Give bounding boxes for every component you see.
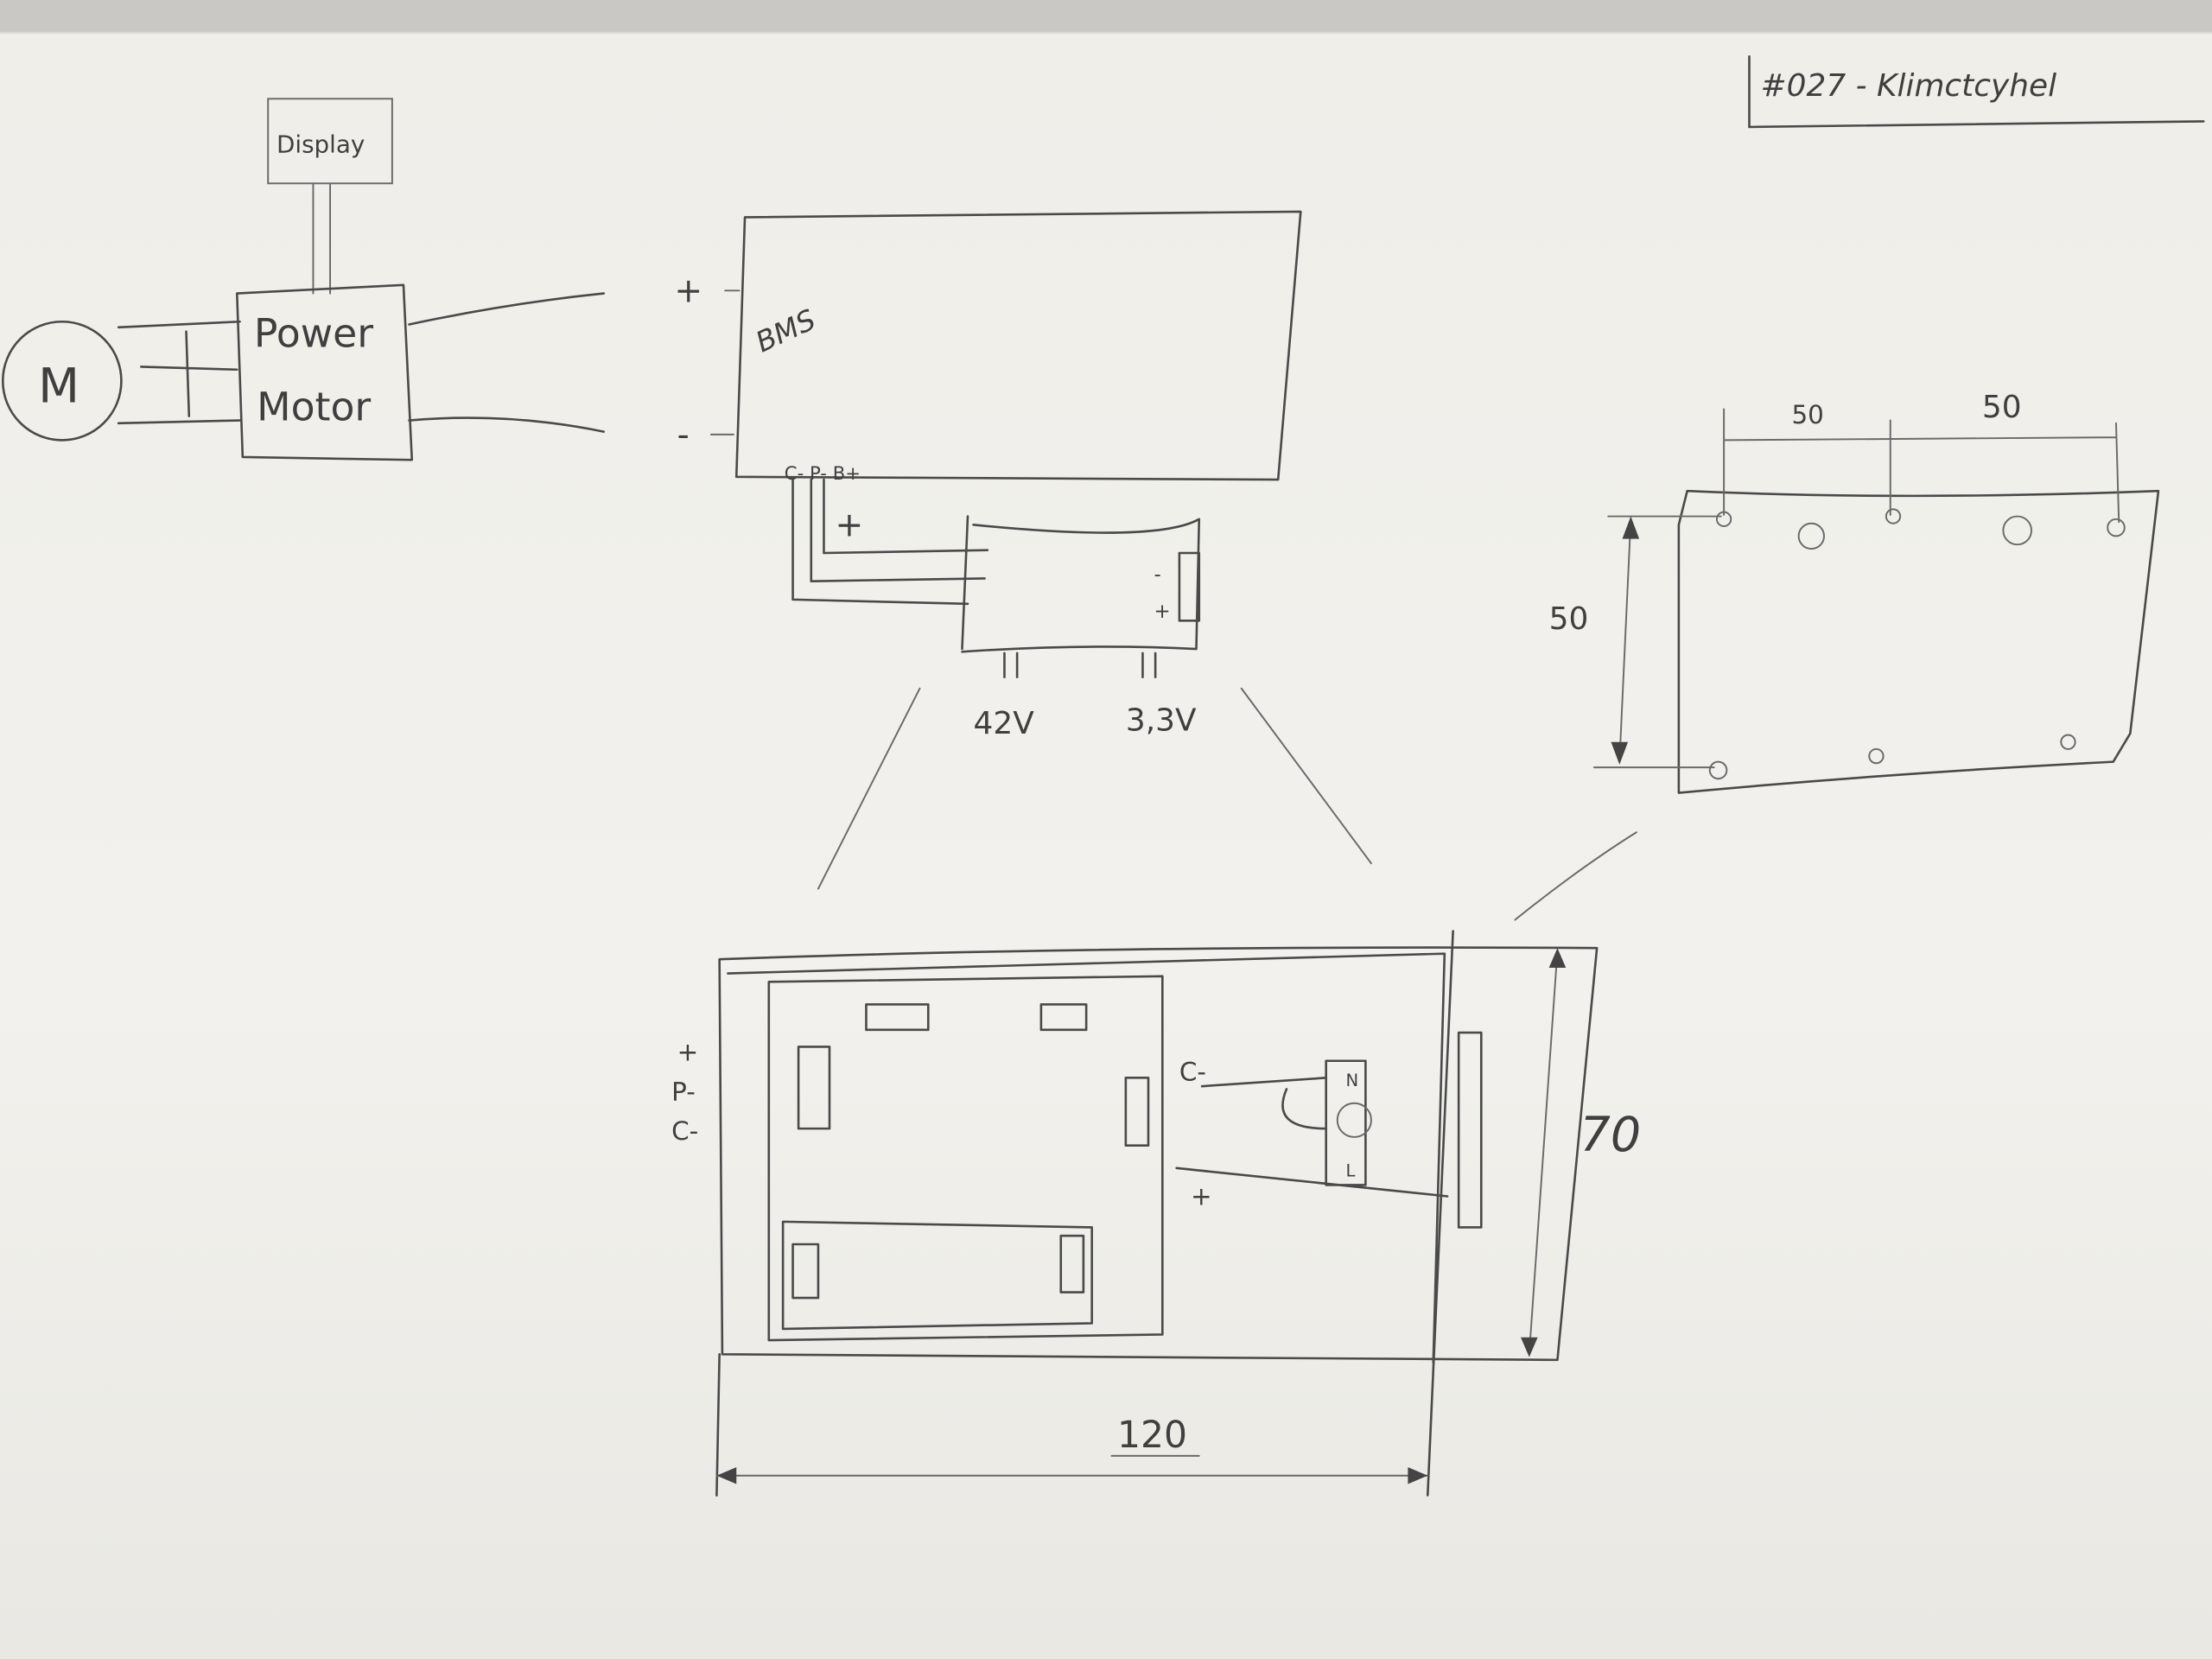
hole-height-dim: 50 bbox=[1549, 601, 1589, 637]
output-33v-label: 3,3V bbox=[1126, 703, 1197, 739]
enclosure-pin-plus: + bbox=[677, 1038, 699, 1067]
hole-spacing-left: 50 bbox=[1791, 400, 1823, 429]
bms-minus-label: - bbox=[677, 416, 690, 454]
dc-converter: + - + 42V 3,3V bbox=[791, 478, 1372, 890]
bms-plus-label: + bbox=[674, 271, 702, 310]
power-motor-line1: Power bbox=[254, 311, 373, 357]
motor-label: M bbox=[38, 358, 79, 414]
motor: M bbox=[1, 320, 241, 442]
power-motor-controller: Power Motor bbox=[235, 283, 606, 461]
output-42v-label: 42V bbox=[974, 706, 1035, 741]
enclosure-pin-p-minus: P- bbox=[671, 1077, 696, 1106]
bms-box: + - BMS C- P- B+ bbox=[674, 210, 1302, 485]
enclosure-l: L bbox=[1346, 1161, 1356, 1181]
display-box: Display bbox=[267, 98, 393, 295]
hole-spacing-right: 50 bbox=[1982, 390, 2022, 425]
enclosure-c-minus: C- bbox=[1179, 1058, 1206, 1087]
converter-plus-label: + bbox=[836, 505, 864, 544]
enclosure-height-dim: 70 bbox=[1580, 1107, 1642, 1163]
bms-label: BMS bbox=[751, 303, 821, 359]
bms-pin-labels: C- P- B+ bbox=[785, 463, 861, 485]
hole-pattern-drawing: 50 50 50 bbox=[1514, 390, 2160, 921]
enclosure-pin-c-minus: C- bbox=[671, 1116, 698, 1146]
enclosure-width-dim: 120 bbox=[1117, 1414, 1187, 1457]
enclosure-n: N bbox=[1346, 1071, 1359, 1090]
power-motor-line2: Motor bbox=[257, 385, 371, 430]
enclosure-drawing: + P- C- C- + N L 120 70 bbox=[671, 930, 1642, 1497]
enclosure-plus: + bbox=[1191, 1181, 1212, 1211]
title-text: #027 - Klimctcyhel bbox=[1761, 68, 2057, 104]
converter-terminal-plus: + bbox=[1154, 601, 1171, 623]
converter-terminal-minus: - bbox=[1154, 564, 1161, 587]
display-label: Display bbox=[276, 130, 365, 158]
title-block: #027 - Klimctcyhel bbox=[1748, 55, 2205, 129]
